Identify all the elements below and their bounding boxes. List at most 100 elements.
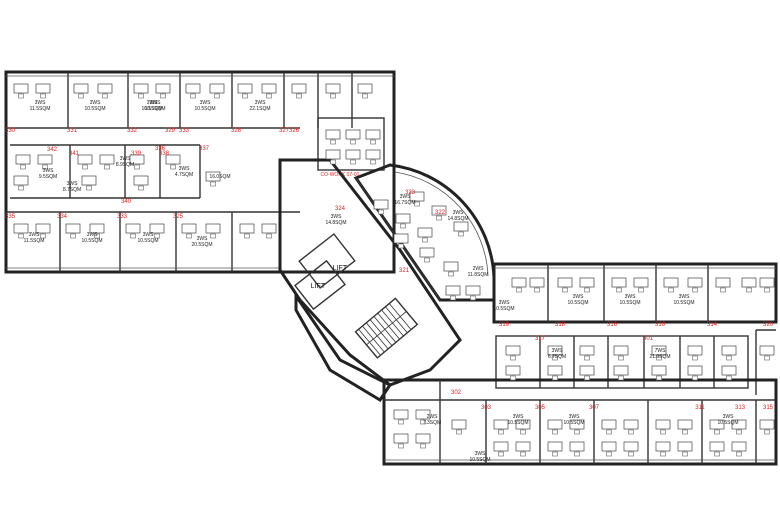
room-number: 318: [555, 322, 566, 328]
chair: [70, 233, 76, 239]
building-core: LIFT LIFT: [278, 158, 462, 403]
chair: [584, 375, 590, 381]
desk: [687, 277, 703, 288]
desk: [393, 233, 409, 244]
desk: [261, 223, 277, 234]
chair: [42, 164, 48, 170]
room-workstations: 3WS: [499, 300, 511, 306]
chair: [102, 93, 108, 99]
room-workstations: 3WS: [723, 414, 735, 420]
chair: [618, 355, 624, 361]
room-workstations: 3WS: [679, 294, 691, 300]
desk: [611, 277, 627, 288]
desk: [663, 277, 679, 288]
room-workstations: 2WS: [473, 266, 485, 272]
room-workstations: 3WS: [67, 181, 79, 187]
room-number: 302: [451, 390, 462, 396]
room-area: 14.8SQM: [447, 216, 468, 222]
desk: [77, 154, 93, 165]
desk: [677, 441, 693, 452]
room-workstations: 3WS: [573, 294, 585, 300]
desk: [395, 213, 411, 224]
chair: [764, 287, 770, 293]
room-workstations: 3WS: [179, 166, 191, 172]
room-number: 301: [643, 336, 654, 342]
desk: [547, 419, 563, 430]
chair: [714, 451, 720, 457]
chair: [584, 355, 590, 361]
chair: [330, 139, 336, 145]
desk: [731, 419, 747, 430]
desk: [623, 419, 639, 430]
chair: [186, 233, 192, 239]
desk: [65, 223, 81, 234]
desk: [613, 345, 629, 356]
desk: [687, 345, 703, 356]
desk: [451, 419, 467, 430]
chair: [638, 287, 644, 293]
room-number: 330: [5, 128, 16, 134]
desk: [15, 154, 31, 165]
room-number: 321: [399, 268, 410, 274]
desk: [721, 345, 737, 356]
chair: [20, 164, 26, 170]
desk: [409, 191, 425, 202]
chair: [266, 233, 272, 239]
desk: [35, 223, 51, 234]
room-workstations: 3WS: [400, 194, 412, 200]
desk: [515, 419, 531, 430]
chair: [746, 287, 752, 293]
chair: [574, 429, 580, 435]
room-labels: 3303WS11.5SQM3313WS10.5SQM3323WS10.5SQM3…: [5, 100, 774, 463]
desk: [393, 433, 409, 444]
desk: [759, 419, 775, 430]
chair: [628, 429, 634, 435]
chair: [726, 375, 732, 381]
desk: [325, 83, 341, 94]
desk: [431, 205, 447, 216]
desk: [205, 171, 221, 182]
chair: [764, 429, 770, 435]
chair: [82, 164, 88, 170]
desk: [465, 285, 481, 296]
desk: [239, 223, 255, 234]
chair: [134, 164, 140, 170]
chair: [160, 93, 166, 99]
desk: [417, 227, 433, 238]
lift-label-2: LIFT: [311, 283, 326, 290]
desk: [759, 277, 775, 288]
room-area: 22.1SQM: [249, 106, 270, 112]
chair: [458, 231, 464, 237]
chair: [350, 159, 356, 165]
chair: [726, 355, 732, 361]
desk: [365, 129, 381, 140]
chair: [78, 93, 84, 99]
chair: [456, 429, 462, 435]
room-number: 331: [67, 128, 78, 134]
room-area: 10.5SQM: [469, 457, 490, 463]
chair: [398, 419, 404, 425]
cowork-room: CO-WORK 07-01: [317, 117, 385, 178]
desk: [655, 441, 671, 452]
room-workstations: 3WS: [150, 100, 162, 106]
chair: [552, 375, 558, 381]
room-number: 334: [57, 214, 68, 220]
desk: [99, 154, 115, 165]
chair: [330, 159, 336, 165]
chair: [660, 429, 666, 435]
desk: [81, 175, 97, 186]
desk: [13, 175, 29, 186]
chair: [448, 271, 454, 277]
lift-label-1: LIFT: [333, 265, 348, 272]
room-workstations: 3WS: [453, 210, 465, 216]
chair: [424, 257, 430, 263]
room-number: 319: [499, 322, 510, 328]
room-workstations: 3WS: [569, 414, 581, 420]
chair: [210, 233, 216, 239]
chair: [682, 429, 688, 435]
room-workstations: 3WS: [120, 156, 132, 162]
desk: [651, 345, 667, 356]
chair: [420, 443, 426, 449]
chair: [606, 429, 612, 435]
room-number: 317: [535, 336, 546, 342]
